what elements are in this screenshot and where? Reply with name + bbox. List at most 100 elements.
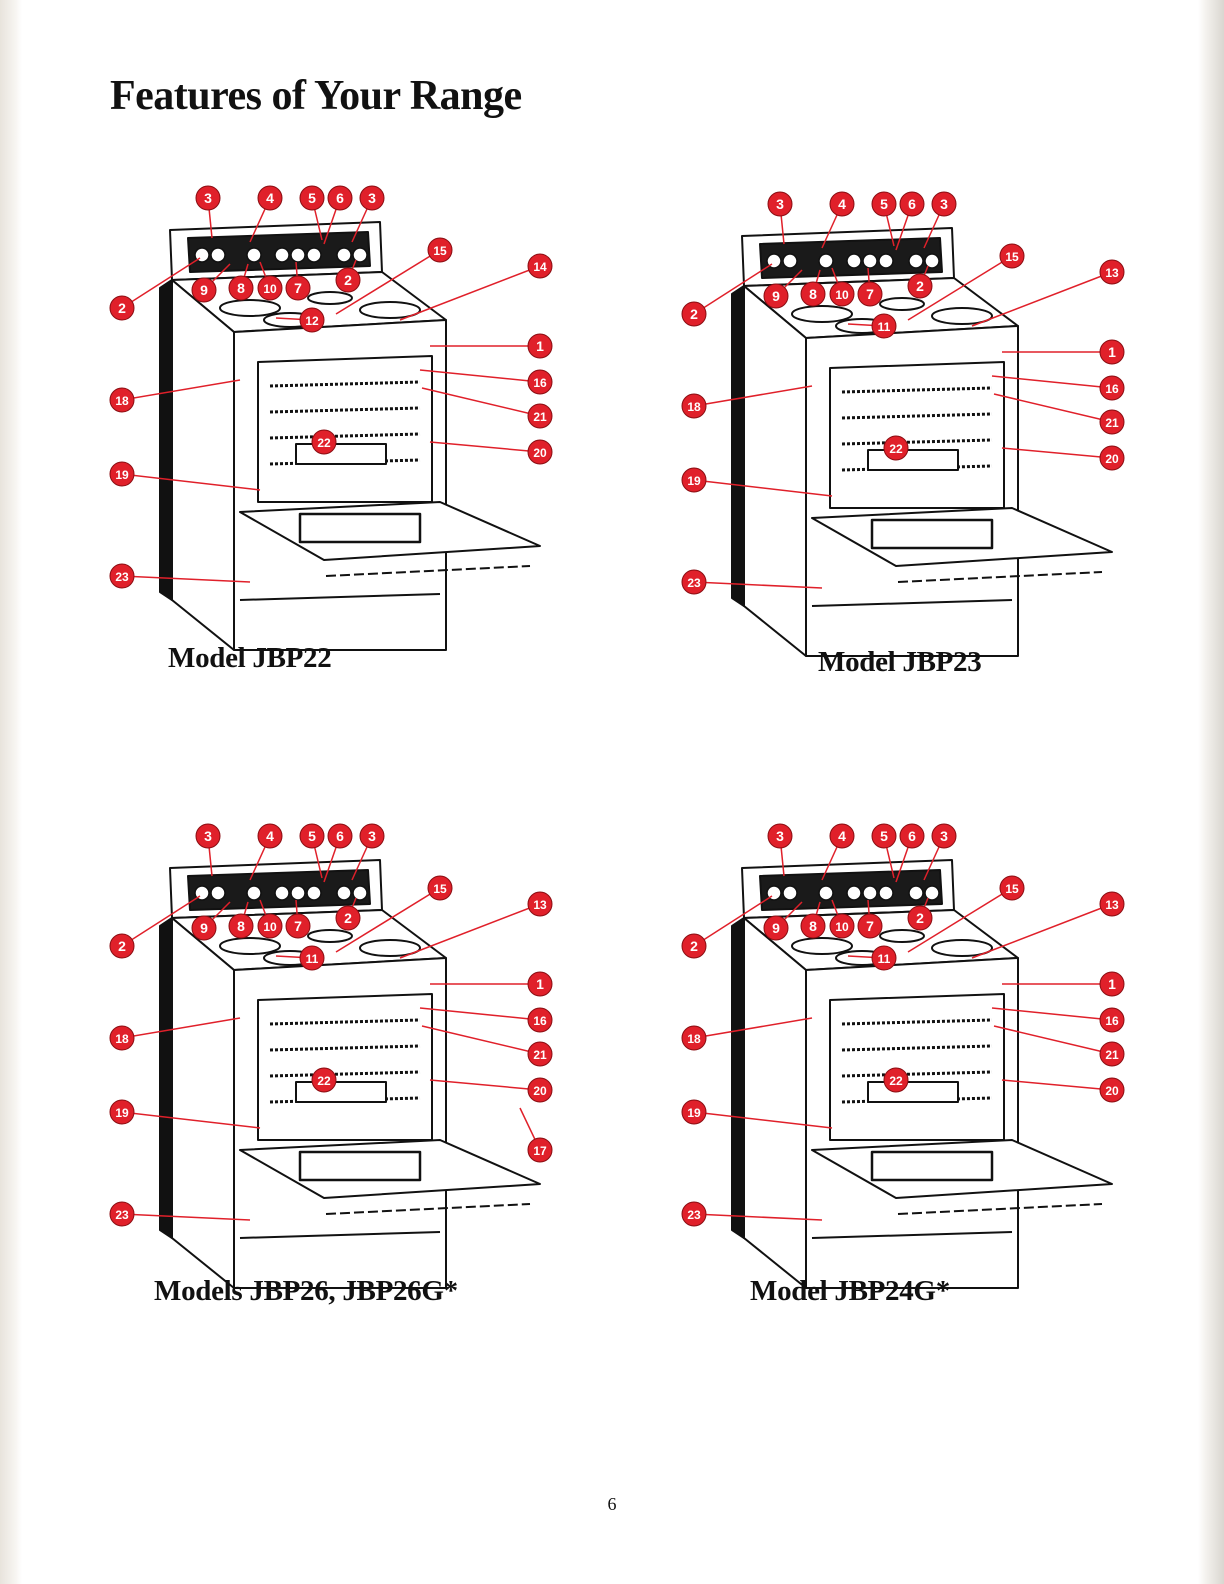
callout-badge xyxy=(299,823,325,849)
callout-number: 9 xyxy=(200,920,208,936)
control-knob xyxy=(862,253,878,269)
drawer-handle xyxy=(897,1203,1103,1215)
callout-badge xyxy=(359,185,385,211)
callout-number: 19 xyxy=(687,1106,701,1120)
callout-number: 18 xyxy=(115,1032,129,1046)
callout-badge xyxy=(527,333,553,359)
callout-badge xyxy=(257,185,283,211)
callout-badge xyxy=(800,281,826,307)
callout-number: 3 xyxy=(940,196,948,212)
callout-badge xyxy=(527,971,553,997)
callout-leader-line xyxy=(121,575,251,583)
page-title: Features of Your Range xyxy=(110,73,522,119)
callout-leader-line xyxy=(421,1025,541,1055)
surface-unit xyxy=(219,299,281,317)
callout-badge xyxy=(800,913,826,939)
callout-number: 2 xyxy=(118,300,126,316)
control-knob xyxy=(862,885,878,901)
callout-number: 19 xyxy=(115,1106,129,1120)
callout-number: 10 xyxy=(835,920,849,934)
callout-number: 16 xyxy=(533,1014,547,1028)
range-side xyxy=(171,917,235,1289)
range-line-art xyxy=(159,221,541,651)
control-knob xyxy=(782,885,798,901)
range-side-shadow xyxy=(731,285,745,607)
callout-badge xyxy=(109,1025,135,1051)
callout-badge xyxy=(527,253,553,279)
callout-badge xyxy=(335,905,361,931)
callout-number: 20 xyxy=(1105,1084,1119,1098)
callout-number: 18 xyxy=(687,400,701,414)
callout-number: 5 xyxy=(308,828,316,844)
callout-number: 19 xyxy=(115,468,129,482)
callout-badge xyxy=(1099,409,1125,435)
callout-number: 20 xyxy=(1105,452,1119,466)
callout-leader-line xyxy=(993,393,1113,423)
callout-number: 23 xyxy=(687,1208,701,1222)
callout-leader-line xyxy=(121,257,201,309)
callout-badge xyxy=(359,823,385,849)
callout-number: 10 xyxy=(263,920,277,934)
model-caption-jbp22: Model JBP22 xyxy=(168,642,332,674)
oven-door-window xyxy=(298,512,422,544)
callout-badge xyxy=(285,913,311,939)
callout-badge xyxy=(299,307,325,333)
callout-number: 3 xyxy=(776,828,784,844)
callout-badge xyxy=(999,243,1025,269)
surface-unit xyxy=(307,929,353,943)
callout-leader-line xyxy=(693,581,823,589)
callout-badge xyxy=(681,1099,707,1125)
callout-leader-line xyxy=(693,1111,833,1129)
callout-badge xyxy=(109,461,135,487)
callout-leader-line xyxy=(121,1017,241,1039)
callout-number: 2 xyxy=(344,910,352,926)
callout-badge xyxy=(681,1025,707,1051)
callout-badge xyxy=(527,369,553,395)
oven-rack xyxy=(841,1018,993,1026)
oven-door-window xyxy=(298,1150,422,1182)
oven-rack xyxy=(269,406,421,414)
range-side xyxy=(171,279,235,651)
callout-badge xyxy=(767,823,793,849)
callout-badge xyxy=(829,913,855,939)
callout-number: 23 xyxy=(115,570,129,584)
surface-unit xyxy=(359,939,421,957)
callout-badge xyxy=(257,913,283,939)
surface-unit xyxy=(791,937,853,955)
callout-badge xyxy=(257,823,283,849)
callout-badge xyxy=(1099,891,1125,917)
callout-badge xyxy=(931,823,957,849)
callout-badge xyxy=(1099,259,1125,285)
callout-badge xyxy=(527,1137,553,1163)
callout-badge xyxy=(527,403,553,429)
control-knob xyxy=(908,253,924,269)
callout-badge xyxy=(681,569,707,595)
control-knob xyxy=(846,253,862,269)
callout-number: 10 xyxy=(835,288,849,302)
callout-leader-line xyxy=(693,479,833,497)
callout-number: 5 xyxy=(880,196,888,212)
range-line-art xyxy=(731,227,1113,657)
callout-number: 2 xyxy=(690,938,698,954)
callout-leader-line xyxy=(971,271,1113,327)
oven-cavity xyxy=(257,993,433,1141)
callout-number: 2 xyxy=(344,272,352,288)
callout-badge xyxy=(871,823,897,849)
callout-badge xyxy=(857,913,883,939)
broiler-pan xyxy=(867,449,959,471)
callout-number: 8 xyxy=(237,280,245,296)
callout-badge xyxy=(228,275,254,301)
callout-badge xyxy=(899,823,925,849)
callout-number: 21 xyxy=(533,1048,547,1062)
control-knob xyxy=(878,885,894,901)
callout-number: 1 xyxy=(536,338,544,354)
callout-number: 3 xyxy=(204,190,212,206)
callout-badge xyxy=(871,191,897,217)
callout-number: 2 xyxy=(118,938,126,954)
callout-number: 21 xyxy=(1105,1048,1119,1062)
